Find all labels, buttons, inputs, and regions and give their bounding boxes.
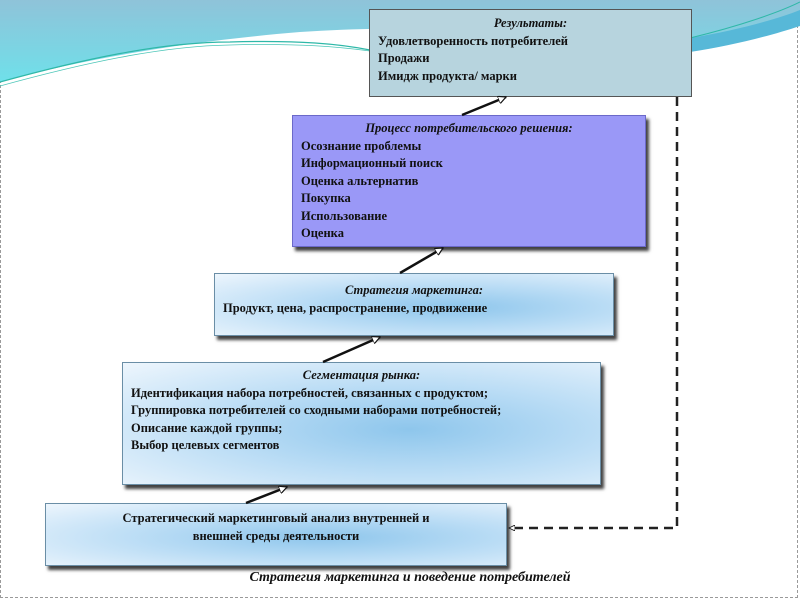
analysis-text: Стратегический маркетинговый анализ внут… — [122, 511, 430, 525]
process-step: Осознание проблемы — [301, 138, 422, 153]
analysis-text: внешней среды деятельности — [192, 528, 360, 543]
segmentation-item: Описание каждой группы; — [131, 420, 283, 435]
process-title: Процесс потребительского решения: — [365, 121, 573, 135]
process-step: Оценка альтернатив — [301, 173, 419, 188]
wave-line-2 — [0, 44, 371, 87]
wave-line-3 — [689, 1, 800, 39]
segmentation-item: Группировка потребителей со сходными наб… — [131, 403, 502, 417]
process-step: Покупка — [301, 191, 351, 205]
slide-caption: Стратегия маркетинга и поведение потреби… — [249, 570, 571, 585]
segmentation-item: Идентификация набора потребностей, связа… — [131, 385, 488, 400]
strategic-analysis-box: Стратегический маркетинговый анализ внут… — [45, 503, 507, 566]
strategy-title: Стратегия маркетинга: — [344, 283, 484, 297]
results-item: Продажи — [378, 51, 430, 65]
market-segmentation-box: Сегментация рынка: Идентификация набора … — [122, 362, 601, 485]
results-box: Результаты: Удовлетворенность потребител… — [369, 9, 692, 97]
results-item: Удовлетворенность потребителей — [378, 33, 568, 48]
process-step: Оценка — [301, 226, 344, 240]
marketing-strategy-box: Стратегия маркетинга: Продукт, цена, рас… — [214, 273, 614, 336]
decision-process-box: Процесс потребительского решения: Осозна… — [292, 115, 646, 247]
wave-fill-right — [690, 10, 800, 52]
process-step: Использование — [301, 208, 388, 223]
results-item: Имидж продукта/ марки — [378, 68, 517, 83]
process-step: Информационный поиск — [301, 156, 443, 170]
segmentation-title: Сегментация рынка: — [302, 368, 421, 382]
strategy-item: Продукт, цена, распространение, продвиже… — [223, 300, 488, 315]
segmentation-item: Выбор целевых сегментов — [131, 438, 280, 452]
wave-line — [0, 40, 371, 83]
results-title: Результаты: — [493, 16, 568, 30]
